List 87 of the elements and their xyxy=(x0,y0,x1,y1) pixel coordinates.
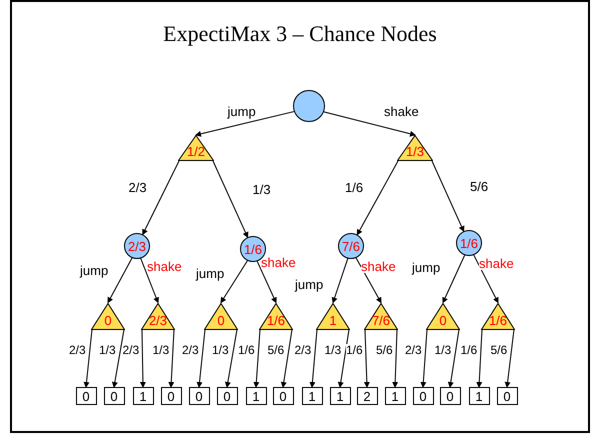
arrow xyxy=(473,254,498,304)
chance-triangle: 2/3 xyxy=(141,302,175,330)
edge-label: 2/3 xyxy=(122,344,140,356)
arrow xyxy=(196,329,206,388)
edge-label: 5/6 xyxy=(490,344,508,356)
edge-label: 1/6 xyxy=(460,344,478,356)
arrow xyxy=(356,257,382,304)
leaf-value-box: 0 xyxy=(104,387,124,405)
leaf-value-box: 0 xyxy=(188,387,210,405)
chance-triangle: 1/6 xyxy=(259,302,293,330)
arrow xyxy=(140,329,146,388)
arrow xyxy=(220,260,248,304)
chance-triangle: 0 xyxy=(91,302,125,330)
arrow xyxy=(448,329,460,388)
arrow xyxy=(256,260,277,304)
edge-label: 2/3 xyxy=(128,181,147,194)
chance-triangle: 1/6 xyxy=(481,302,515,330)
leaf-value-box: 1 xyxy=(330,387,350,405)
arrow xyxy=(476,329,482,388)
arrow xyxy=(332,258,348,304)
edge-label: jump xyxy=(295,278,324,291)
arrow xyxy=(280,329,292,388)
edge-label: 5/6 xyxy=(268,344,284,356)
leaf-value-box: 0 xyxy=(76,387,96,405)
leaf-value-box: 1 xyxy=(132,387,154,405)
edge-label: 1/3 xyxy=(434,344,452,356)
arrow xyxy=(356,160,398,236)
edge-label: shake xyxy=(261,256,296,269)
edge-label: jump xyxy=(196,267,224,280)
arrow xyxy=(140,258,159,304)
edge-label: jump xyxy=(412,261,440,274)
arrow xyxy=(323,111,416,137)
arrow xyxy=(108,258,133,304)
arrow xyxy=(212,160,248,238)
edge-label: shake xyxy=(147,260,182,273)
arrow xyxy=(420,329,428,388)
arrow xyxy=(504,329,514,388)
edge-label: 1/3 xyxy=(152,344,170,356)
edge-label: 1/6 xyxy=(345,181,364,194)
edge-label: 1/6 xyxy=(346,344,363,356)
chance-triangle: 0 xyxy=(426,302,460,330)
edge-label: 2/3 xyxy=(405,344,422,356)
title: ExpectiMax 3 – Chance Nodes xyxy=(162,20,438,48)
leaf-value-box: 0 xyxy=(272,387,294,405)
edge-label: jump xyxy=(228,105,256,118)
chance-triangle: 1/2 xyxy=(178,135,214,161)
leaf-value-box: 1 xyxy=(468,387,490,405)
leaf-value-box: 0 xyxy=(160,387,182,405)
edge-label: 2/3 xyxy=(69,344,86,356)
edge-label: 5/6 xyxy=(376,344,393,356)
leaf-value-box: 0 xyxy=(216,387,238,405)
arrow xyxy=(432,160,464,232)
leaf-value-box: 0 xyxy=(440,387,460,405)
leaf-value-box: 1 xyxy=(384,387,406,405)
arrow xyxy=(112,329,124,388)
edge-label: shake xyxy=(479,257,514,270)
leaf-value-box: 1 xyxy=(302,387,322,405)
chance-triangle: 1 xyxy=(316,302,350,330)
edge-label: 2/3 xyxy=(182,344,199,356)
leaf-value-box: 2 xyxy=(356,387,378,405)
edge-label: shake xyxy=(361,260,396,273)
leaf-value-box: 1 xyxy=(246,387,266,405)
leaf-value-box: 0 xyxy=(496,387,518,405)
edge-label: 1/3 xyxy=(99,344,116,356)
arrow xyxy=(142,160,180,236)
arrow xyxy=(309,329,318,388)
arrow xyxy=(253,329,260,388)
edge-label: 5/6 xyxy=(470,180,488,192)
edge-label: shake xyxy=(384,105,419,118)
arrow xyxy=(442,254,466,304)
edge-label: 1/6 xyxy=(238,344,255,356)
chance-triangle: 1/3 xyxy=(397,135,433,161)
arrow xyxy=(224,329,238,388)
arrow xyxy=(84,329,92,388)
chance-triangle: 7/6 xyxy=(364,302,398,330)
arrow xyxy=(195,111,294,137)
arrow xyxy=(338,329,350,388)
arrow xyxy=(364,329,370,388)
edge-label: 1/3 xyxy=(212,344,229,356)
edge-label: 2/3 xyxy=(294,344,312,356)
arrow xyxy=(392,329,398,388)
edge-label: 1/3 xyxy=(324,344,342,356)
chance-triangle: 0 xyxy=(204,302,238,330)
edge-label: jump xyxy=(80,264,108,277)
leaf-value-box: 0 xyxy=(412,387,434,405)
arrow xyxy=(168,329,174,388)
edge-label: 1/3 xyxy=(252,182,271,196)
